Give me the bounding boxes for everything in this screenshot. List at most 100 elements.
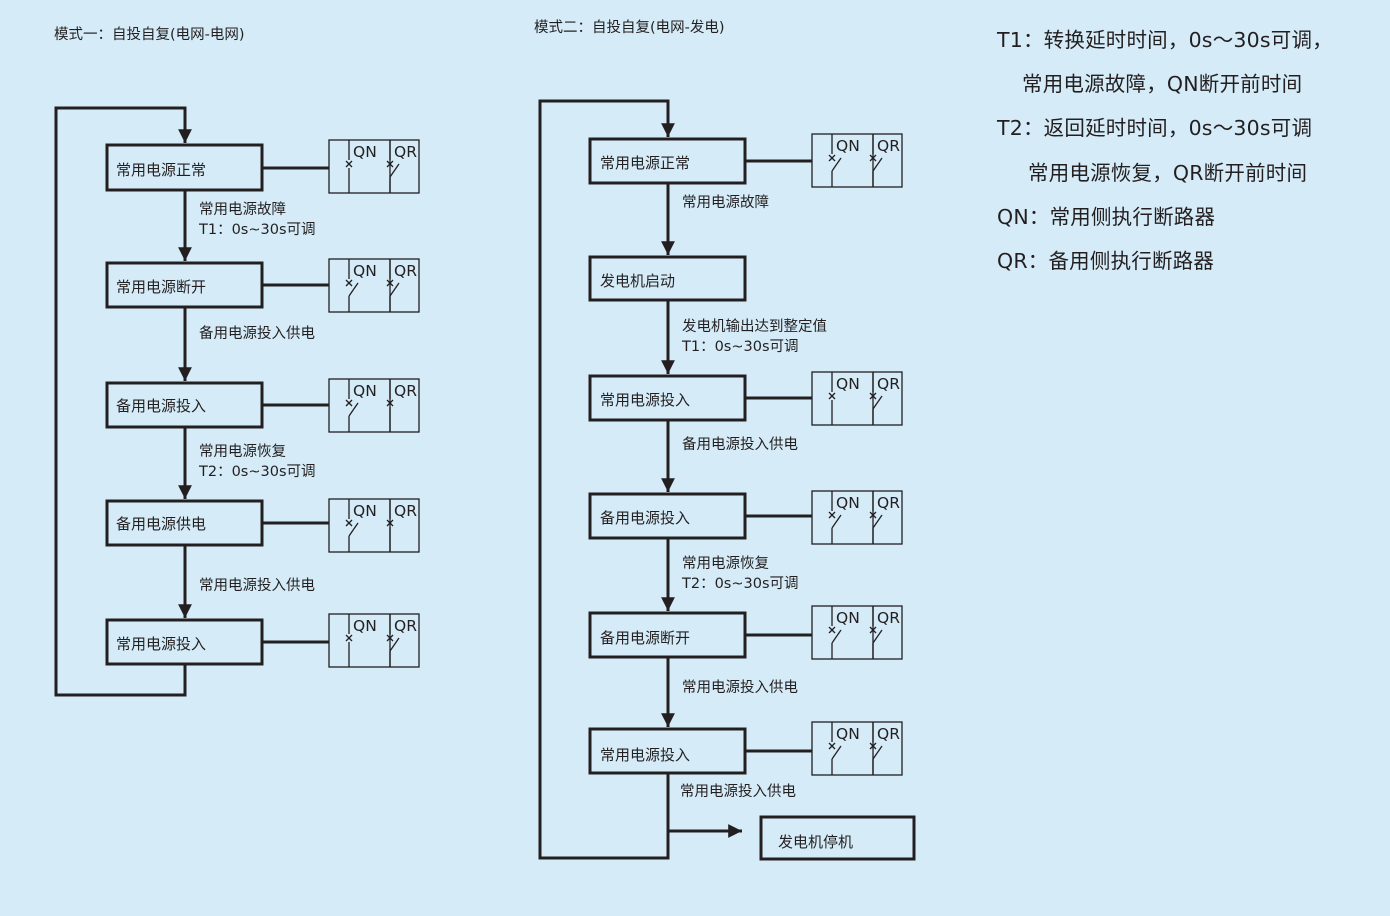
mode2-switch-5-qn-x-mark-2 xyxy=(828,742,836,750)
mode2-transition-4-delay: T2：0s~30s可调 xyxy=(682,576,799,592)
mode2-final-transition-event: 常用电源投入供电 xyxy=(680,784,796,800)
mode2-transition-3-event: 备用电源投入供电 xyxy=(682,437,798,453)
mode2-switch-5-qn-blade-open xyxy=(831,745,842,760)
mode2-transition-2-event: 发电机输出达到整定值 xyxy=(682,319,827,335)
mode2-switch-3-qn-blade-open xyxy=(831,514,842,529)
mode2-switch-4-frame xyxy=(811,605,903,660)
mode1-switch-5-frame xyxy=(328,613,420,668)
mode1-state-4: 备用电源供电 xyxy=(116,515,207,533)
mode2-switch-3-qr-label: QR xyxy=(877,494,900,512)
mode1-transition-2-event: 备用电源投入供电 xyxy=(199,326,315,342)
mode2-switch-3-frame xyxy=(811,490,903,545)
legend-qn: QN：常用侧执行断路器 xyxy=(997,205,1216,229)
mode2-switch-1-qn-blade-open xyxy=(831,157,842,172)
legend-t2: T2：返回延时时间，0s～30s可调 xyxy=(997,116,1313,140)
mode2-state-2: 发电机启动 xyxy=(600,272,676,290)
mode1-transition-1-delay: T1：0s~30s可调 xyxy=(199,222,316,238)
mode1-transition-3-delay: T2：0s~30s可调 xyxy=(199,464,316,480)
mode1-switch-3-qn-blade-open xyxy=(348,402,359,417)
mode2-switch-4-qn-blade-open xyxy=(831,629,842,644)
mode1-state-1: 常用电源正常 xyxy=(116,161,207,179)
mode1-switch-5-qn-x-mark-2 xyxy=(345,634,353,642)
mode1-switch-3-qn-label: QN xyxy=(353,382,377,400)
mode2-state-6: 常用电源投入 xyxy=(600,746,691,764)
mode1-transition-2: 备用电源投入供电 xyxy=(199,324,315,344)
mode1-switch-4-qn-label: QN xyxy=(353,502,377,520)
mode1-title: 模式一：自投自复(电网-电网) xyxy=(54,27,245,43)
mode2-switch-5-qr-x-mark-2 xyxy=(869,742,877,750)
mode1-transition-3-event: 常用电源恢复 xyxy=(199,444,286,460)
mode2-switch-2-qn-label: QN xyxy=(836,375,860,393)
mode2-switch-2-frame xyxy=(811,371,903,426)
mode2-state-1: 常用电源正常 xyxy=(600,154,691,172)
mode1-switch-1-qn-label: QN xyxy=(353,143,377,161)
mode1-switch-5-qr-x-mark-2 xyxy=(386,634,394,642)
mode2-switch-1-qr-label: QR xyxy=(877,137,900,155)
mode1-switch-2-qr-x-mark-2 xyxy=(386,279,394,287)
mode1-switch-1-qr-x-mark-2 xyxy=(386,160,394,168)
mode1-transition-1-event: 常用电源故障 xyxy=(199,202,286,218)
mode2-switch-4-qn-label: QN xyxy=(836,609,860,627)
mode2-switch-4-qr-label: QR xyxy=(877,609,900,627)
mode2-transition-2-delay: T1：0s~30s可调 xyxy=(682,339,799,355)
mode2-switch-5-qn-label: QN xyxy=(836,725,860,743)
mode2-switch-1-qr-blade-open xyxy=(872,157,883,172)
mode1-loop-arrow xyxy=(54,106,192,697)
legend-t2-desc: 常用电源恢复，QR断开前时间 xyxy=(1028,161,1308,185)
mode1-switch-2-qn-blade-open xyxy=(348,282,359,297)
mode2-switch-1-qn-x-mark-2 xyxy=(828,154,836,162)
mode2-transition-1: 常用电源故障 xyxy=(682,193,769,213)
mode2-switch-1-qr-x-mark-2 xyxy=(869,154,877,162)
mode1-transition-4-event: 常用电源投入供电 xyxy=(199,578,315,594)
mode2-switch-5-qr-label: QR xyxy=(877,725,900,743)
mode1-switch-3-qn-x-mark-2 xyxy=(345,399,353,407)
mode1-switch-2-frame xyxy=(328,258,420,313)
legend-t1-desc: 常用电源故障，QN断开前时间 xyxy=(1022,72,1303,96)
mode1-switch-3-frame xyxy=(328,378,420,433)
mode2-switch-3-qr-blade-open xyxy=(872,514,883,529)
mode2-switch-4-qr-x-mark-2 xyxy=(869,626,877,634)
mode2-switch-1-frame xyxy=(811,133,903,188)
mode2-switch-5-frame xyxy=(811,721,903,776)
mode2-final-state: 发电机停机 xyxy=(778,833,854,851)
mode2-switch-2-qr-label: QR xyxy=(877,375,900,393)
mode2-switch-2-qr-blade-open xyxy=(872,395,883,410)
legend-t1: T1：转换延时时间，0s～30s可调， xyxy=(997,28,1333,52)
mode1-transition-1: 常用电源故障 T1：0s~30s可调 xyxy=(199,200,316,240)
mode1-switch-2-qn-x-mark-2 xyxy=(345,279,353,287)
mode2-transition-4-event: 常用电源恢复 xyxy=(682,556,769,572)
mode2-switch-4-qn-x-mark-2 xyxy=(828,626,836,634)
mode1-transition-3: 常用电源恢复 T2：0s~30s可调 xyxy=(199,442,316,482)
mode1-switch-4-qr-x-mark-2 xyxy=(386,519,394,527)
mode1-state-5: 常用电源投入 xyxy=(116,635,207,653)
mode1-switch-3-qr-label: QR xyxy=(394,382,417,400)
mode1-transition-4: 常用电源投入供电 xyxy=(199,576,315,596)
mode2-transition-5-event: 常用电源投入供电 xyxy=(682,680,798,696)
mode2-transition-5: 常用电源投入供电 xyxy=(682,678,798,698)
mode1-switch-1-qr-label: QR xyxy=(394,143,417,161)
mode1-state-2: 常用电源断开 xyxy=(116,278,207,296)
mode2-transition-3: 备用电源投入供电 xyxy=(682,435,798,455)
mode1-switch-1-qn-x-mark-2 xyxy=(345,160,353,168)
mode2-switch-4-qr-blade-open xyxy=(872,629,883,644)
mode2-state-3: 常用电源投入 xyxy=(600,391,691,409)
mode2-switch-2-qn-x-mark-2 xyxy=(828,392,836,400)
mode1-state-3: 备用电源投入 xyxy=(116,397,207,415)
mode2-switch-2-qr-x-mark-2 xyxy=(869,392,877,400)
mode1-switch-4-qr-label: QR xyxy=(394,502,417,520)
mode2-final-state-box xyxy=(759,815,916,861)
mode1-switch-1-qr-blade-open xyxy=(389,163,400,178)
mode2-switch-3-qn-x-mark-2 xyxy=(828,511,836,519)
mode2-transition-4: 常用电源恢复 T2：0s~30s可调 xyxy=(682,554,799,594)
mode2-switch-3-qn-label: QN xyxy=(836,494,860,512)
mode1-switch-1-frame xyxy=(328,139,420,194)
mode2-transition-1-event: 常用电源故障 xyxy=(682,195,769,211)
mode1-switch-2-qn-label: QN xyxy=(353,262,377,280)
mode2-state-5: 备用电源断开 xyxy=(600,629,691,647)
mode2-title: 模式二：自投自复(电网-发电) xyxy=(534,20,725,36)
mode1-switch-2-qr-label: QR xyxy=(394,262,417,280)
mode2-switch-5-qr-blade-open xyxy=(872,745,883,760)
mode1-switch-5-qr-label: QR xyxy=(394,617,417,635)
mode2-switch-3-qr-x-mark-2 xyxy=(869,511,877,519)
